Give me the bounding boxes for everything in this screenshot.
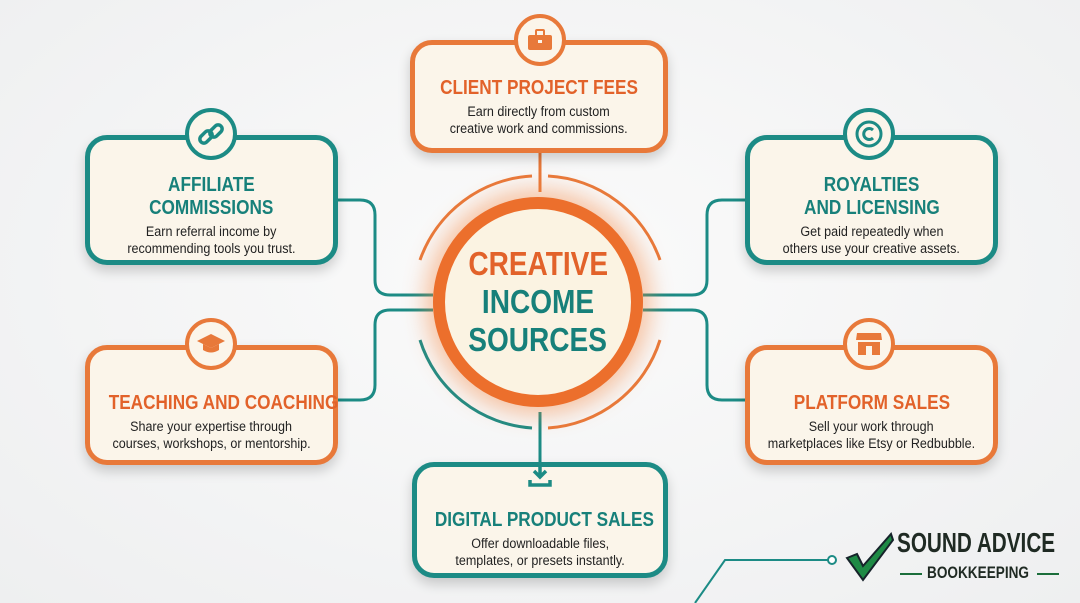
card-digital-product-sales: DIGITAL PRODUCT SALES Offer downloadable… [412, 462, 668, 578]
card-desc: Share your expertise through [130, 419, 293, 434]
center-hub: CREATIVE INCOME SOURCES [433, 197, 643, 407]
card-desc: recommending tools you trust. [127, 241, 296, 256]
card-title: ROYALTIES [823, 174, 920, 196]
card-title: DIGITAL PRODUCT SALES [434, 509, 654, 531]
storefront-icon [843, 318, 895, 370]
logo-dash [1037, 573, 1059, 575]
logo-line1: SOUND ADVICE [897, 527, 1056, 558]
card-client-project-fees: CLIENT PROJECT FEES Earn directly from c… [410, 40, 668, 153]
card-desc: templates, or presets instantly. [455, 553, 625, 568]
center-title-line2: INCOME [481, 283, 595, 320]
card-desc: creative work and commissions. [450, 121, 628, 136]
card-desc: Offer downloadable files, [471, 536, 609, 551]
logo-dash [900, 573, 922, 575]
card-desc: courses, workshops, or mentorship. [112, 436, 311, 451]
center-title-line1: CREATIVE [468, 245, 608, 282]
download-icon [514, 448, 566, 500]
card-desc: Sell your work through [809, 419, 934, 434]
sound-advice-logo: SOUND ADVICE BOOKKEEPING [845, 528, 1065, 590]
card-title: AND LICENSING [803, 197, 940, 219]
card-desc: others use your creative assets. [782, 241, 961, 256]
briefcase-icon [514, 14, 566, 66]
graduation-cap-icon [185, 318, 237, 370]
card-title: COMMISSIONS [149, 197, 274, 219]
center-title-line3: SOURCES [468, 321, 608, 358]
card-title: PLATFORM SALES [793, 392, 950, 414]
card-desc: Earn referral income by [146, 224, 277, 239]
copyright-icon [843, 108, 895, 160]
card-desc: Get paid repeatedly when [799, 224, 944, 239]
link-icon [185, 108, 237, 160]
card-title: AFFILIATE [168, 174, 255, 196]
card-desc: Earn directly from custom [467, 104, 611, 119]
logo-line2: BOOKKEEPING [927, 563, 1030, 582]
checkmark-icon [845, 532, 895, 582]
card-title: CLIENT PROJECT FEES [440, 77, 638, 99]
card-desc: marketplaces like Etsy or Redbubble. [767, 436, 976, 451]
card-title: TEACHING AND COACHING [108, 392, 339, 414]
